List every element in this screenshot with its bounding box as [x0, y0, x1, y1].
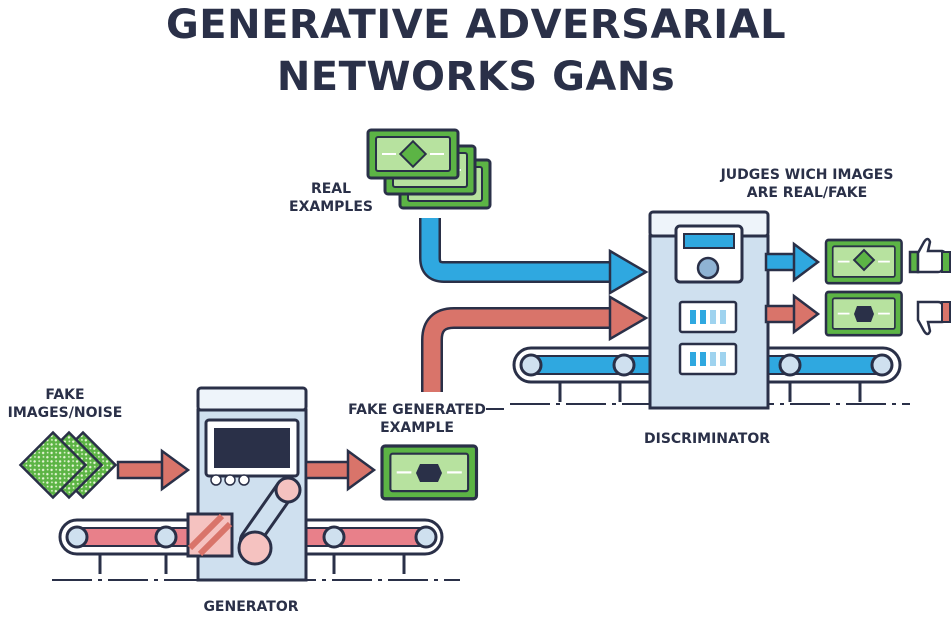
banknote-icon	[380, 444, 479, 501]
banknote-icon	[824, 238, 903, 285]
real-examples-line-2: EXAMPLES	[289, 199, 373, 215]
thumbs-up-icon	[908, 237, 951, 274]
discriminator-machine	[510, 210, 910, 410]
gear-roller-icon	[65, 525, 89, 549]
fake-images-line-2: IMAGES/NOISE	[7, 405, 123, 421]
real-examples-stack	[366, 128, 492, 210]
generator-machine	[52, 386, 460, 582]
real-to-discriminator-arrow	[419, 218, 649, 296]
judges-line-2: ARE REAL/FAKE	[746, 185, 868, 201]
judges-line-1: JUDGES WICH IMAGES	[720, 167, 894, 183]
generator-label: GENERATOR	[203, 599, 299, 615]
banknote-icon	[366, 128, 460, 180]
thumbs-down-icon	[916, 300, 951, 336]
fake-images-noise-label: FAKE IMAGES/NOISE	[0, 386, 130, 422]
fake-to-discriminator-arrow	[421, 294, 649, 392]
fake-images-line-1: FAKE	[45, 387, 85, 403]
fake-generated-line-1: FAKE GENERATED	[348, 402, 486, 418]
fake-generated-line-2: EXAMPLE	[380, 420, 454, 436]
discriminator-label: DISCRIMINATOR	[643, 431, 770, 447]
fake-generated-example-label: FAKE GENERATED EXAMPLE	[342, 401, 492, 437]
gear-roller-icon	[519, 353, 543, 377]
real-examples-line-1: REAL	[310, 181, 352, 197]
real-examples-label: REAL EXAMPLES	[286, 180, 376, 216]
title-line-2: NETWORKS GANs	[276, 54, 676, 100]
real-output-arrow	[764, 241, 821, 283]
fake-output-arrow	[764, 293, 821, 335]
title-line-1: GENERATIVE ADVERSARIAL	[165, 2, 787, 48]
generator-to-fake-arrow	[304, 448, 377, 492]
noise-image-icon	[18, 430, 118, 500]
judges-label: JUDGES WICH IMAGES ARE REAL/FAKE	[700, 166, 914, 202]
banknote-icon	[824, 290, 903, 337]
noise-to-generator-arrow	[116, 448, 191, 492]
